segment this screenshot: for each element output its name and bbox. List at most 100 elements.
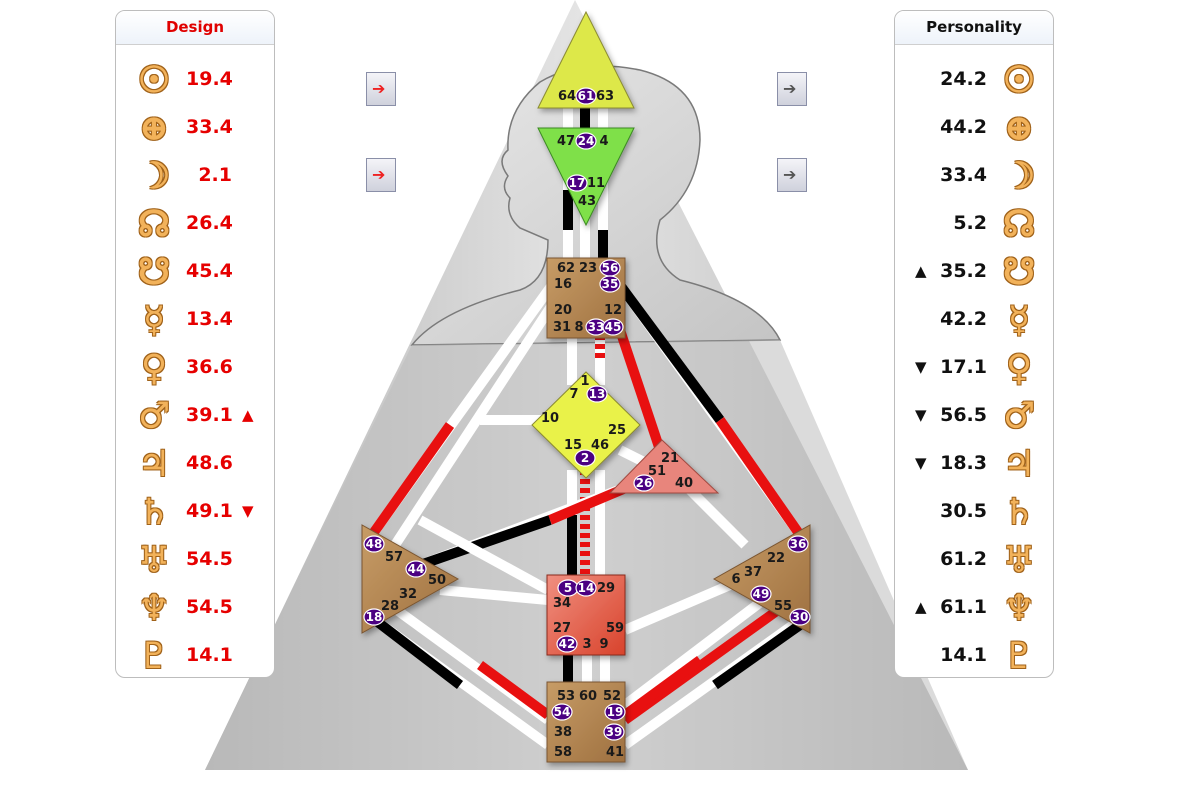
personality-value: 30.5 xyxy=(935,500,987,522)
gate-11[interactable]: 11 xyxy=(587,176,605,191)
gate-27[interactable]: 27 xyxy=(553,621,571,636)
gate-35[interactable]: 35 xyxy=(600,276,620,292)
gate-44[interactable]: 44 xyxy=(406,561,426,577)
gate-37[interactable]: 37 xyxy=(744,565,762,580)
gate-number: 14 xyxy=(578,581,595,595)
gate-number: 18 xyxy=(366,610,383,624)
north-node-icon: ☊ xyxy=(999,204,1039,244)
design-row-south-node: ☋45.4 xyxy=(116,249,274,297)
pluto-icon: ♇ xyxy=(134,636,174,676)
gate-36[interactable]: 36 xyxy=(788,536,808,552)
design-row-moon: ☽2.1 xyxy=(116,153,274,201)
gate-10[interactable]: 10 xyxy=(541,411,559,426)
gate-57[interactable]: 57 xyxy=(385,550,403,565)
gate-54[interactable]: 54 xyxy=(552,704,572,720)
gate-63[interactable]: 63 xyxy=(596,89,614,104)
gate-43[interactable]: 43 xyxy=(578,194,596,209)
gate-34[interactable]: 34 xyxy=(553,596,571,611)
gate-48[interactable]: 48 xyxy=(364,536,384,552)
gate-62[interactable]: 62 xyxy=(557,261,575,276)
gate-30[interactable]: 30 xyxy=(790,609,810,625)
gate-26[interactable]: 26 xyxy=(634,475,654,491)
gate-number: 16 xyxy=(554,277,572,292)
design-row-venus: ♀36.6 xyxy=(116,345,274,393)
gate-number: 46 xyxy=(591,438,609,453)
sun-icon: ☉ xyxy=(999,60,1039,100)
gate-61[interactable]: 61 xyxy=(576,88,596,104)
personality-value: 18.3 xyxy=(935,452,987,474)
gate-55[interactable]: 55 xyxy=(774,599,792,614)
gate-number: 47 xyxy=(557,134,575,149)
gate-49[interactable]: 49 xyxy=(751,586,771,602)
pluto-icon: ♇ xyxy=(999,636,1039,676)
gate-25[interactable]: 25 xyxy=(608,423,626,438)
gate-12[interactable]: 12 xyxy=(604,303,622,318)
gate-45[interactable]: 45 xyxy=(603,319,623,335)
gate-58[interactable]: 58 xyxy=(554,745,572,760)
gate-number: 12 xyxy=(604,303,622,318)
design-row-earth: ⊕33.4 xyxy=(116,105,274,153)
gate-number: 56 xyxy=(602,261,619,275)
gate-number: 4 xyxy=(599,134,608,149)
gate-40[interactable]: 40 xyxy=(675,476,693,491)
gate-24[interactable]: 24 xyxy=(576,133,596,149)
design-title: Design xyxy=(116,11,274,45)
gate-56[interactable]: 56 xyxy=(600,260,620,276)
gate-number: 34 xyxy=(553,596,571,611)
gate-20[interactable]: 20 xyxy=(554,303,572,318)
design-value: 49.1 xyxy=(186,500,232,522)
gate-50[interactable]: 50 xyxy=(428,573,446,588)
gate-16[interactable]: 16 xyxy=(554,277,572,292)
design-row-mercury: ☿13.4 xyxy=(116,297,274,345)
gate-number: 52 xyxy=(603,689,621,704)
gate-18[interactable]: 18 xyxy=(364,609,384,625)
gate-9[interactable]: 9 xyxy=(599,637,608,652)
gate-6[interactable]: 6 xyxy=(731,572,740,587)
gate-13[interactable]: 13 xyxy=(587,386,607,402)
gate-number: 25 xyxy=(608,423,626,438)
design-next-button[interactable]: ➔ xyxy=(366,158,396,192)
gate-17[interactable]: 17 xyxy=(567,175,587,191)
personality-value: 61.1 xyxy=(935,596,987,618)
personality-prev-button[interactable]: ➔ xyxy=(777,72,807,106)
gate-2[interactable]: 2 xyxy=(575,450,595,466)
uranus-icon: ♅ xyxy=(134,540,174,580)
gate-39[interactable]: 39 xyxy=(604,724,624,740)
gate-19[interactable]: 19 xyxy=(605,704,625,720)
gate-42[interactable]: 42 xyxy=(557,636,577,652)
gate-7[interactable]: 7 xyxy=(569,387,578,402)
gate-number: 42 xyxy=(559,637,576,651)
gate-52[interactable]: 52 xyxy=(603,689,621,704)
gate-31[interactable]: 31 xyxy=(553,320,571,335)
gate-8[interactable]: 8 xyxy=(574,320,583,335)
personality-value: 61.2 xyxy=(935,548,987,570)
personality-next-button[interactable]: ➔ xyxy=(777,158,807,192)
gate-3[interactable]: 3 xyxy=(582,637,591,652)
design-prev-button[interactable]: ➔ xyxy=(366,72,396,106)
saturn-icon: ♄ xyxy=(999,492,1039,532)
saturn-icon: ♄ xyxy=(134,492,174,532)
moon-icon: ☽ xyxy=(999,156,1039,196)
gate-59[interactable]: 59 xyxy=(606,621,624,636)
gate-64[interactable]: 64 xyxy=(558,89,576,104)
gate-29[interactable]: 29 xyxy=(597,581,615,596)
gate-47[interactable]: 47 xyxy=(557,134,575,149)
triangle-down-icon: ▼ xyxy=(242,502,254,520)
gate-46[interactable]: 46 xyxy=(591,438,609,453)
gate-53[interactable]: 53 xyxy=(557,689,575,704)
gate-23[interactable]: 23 xyxy=(579,261,597,276)
gate-4[interactable]: 4 xyxy=(599,134,608,149)
gate-5[interactable]: 5 xyxy=(558,580,578,596)
personality-row-north-node: ☊5.2 xyxy=(895,201,1053,249)
design-value: 2.1 xyxy=(186,164,232,186)
gate-14[interactable]: 14 xyxy=(576,580,596,596)
gate-41[interactable]: 41 xyxy=(606,745,624,760)
gate-28[interactable]: 28 xyxy=(381,599,399,614)
gate-22[interactable]: 22 xyxy=(767,551,785,566)
personality-row-mercury: ☿42.2 xyxy=(895,297,1053,345)
mars-icon: ♂ xyxy=(999,396,1039,436)
gate-38[interactable]: 38 xyxy=(554,725,572,740)
gate-60[interactable]: 60 xyxy=(579,689,597,704)
gate-number: 38 xyxy=(554,725,572,740)
gate-32[interactable]: 32 xyxy=(399,587,417,602)
